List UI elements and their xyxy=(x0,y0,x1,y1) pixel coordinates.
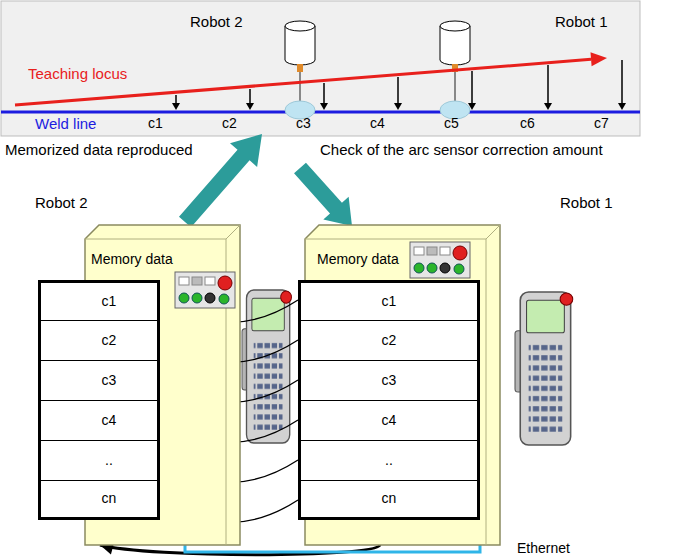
correction-head xyxy=(544,103,552,110)
memory-cell: c2 xyxy=(298,320,480,360)
correction-line xyxy=(621,60,623,104)
point-label: c7 xyxy=(594,116,609,131)
weld-line-label: Weld line xyxy=(35,116,96,133)
memory-cell: c3 xyxy=(38,360,160,400)
panel-key xyxy=(440,247,450,255)
panel-lamp xyxy=(219,294,229,304)
panel-lamp xyxy=(414,263,424,273)
edge-label: Ethernet xyxy=(515,541,572,556)
panel-key xyxy=(205,277,215,285)
locus-label: Teaching locus xyxy=(28,66,127,83)
weld-line xyxy=(1,111,640,114)
point-label: c4 xyxy=(370,116,385,131)
memory-cell: c1 xyxy=(38,280,160,320)
cell-text: .. xyxy=(385,453,393,468)
memory-cell: cn xyxy=(298,480,480,520)
cell-text: cn xyxy=(382,491,397,506)
point-label: c3 xyxy=(296,116,311,131)
panel-button xyxy=(453,246,467,260)
torch-top xyxy=(285,21,315,31)
correction-head xyxy=(320,103,328,110)
cabinet-edge xyxy=(85,225,240,239)
panel-lamp xyxy=(427,263,437,273)
cabinet-title: Memory data xyxy=(317,252,399,267)
teach-pendant xyxy=(242,290,292,443)
memory-cell: c1 xyxy=(298,280,480,320)
point-label: c5 xyxy=(444,116,459,131)
control-panel xyxy=(175,272,235,308)
robot-label: Robot 1 xyxy=(555,14,608,31)
cell-text: c2 xyxy=(382,333,397,348)
check-arrow xyxy=(294,163,352,226)
point-label: c6 xyxy=(520,116,535,131)
correction-line xyxy=(323,83,325,104)
panel-button xyxy=(205,293,215,303)
correction-line xyxy=(249,89,251,104)
cell-text: .. xyxy=(105,453,113,468)
memory-cell: c3 xyxy=(298,360,480,400)
control-panel xyxy=(410,242,470,278)
memory-cell: c4 xyxy=(298,400,480,440)
teach-pendant xyxy=(515,292,573,445)
correction-head xyxy=(618,103,626,110)
memory-cell: .. xyxy=(298,440,480,480)
correction-arrows xyxy=(176,60,622,104)
robot-label: Robot 2 xyxy=(190,14,243,31)
correction-heads xyxy=(172,103,626,110)
correction-head xyxy=(246,103,254,110)
torch-nozzle xyxy=(297,64,303,72)
panel-button xyxy=(218,276,232,290)
torch-body xyxy=(285,26,315,65)
torch-top xyxy=(440,21,470,31)
point-label: c1 xyxy=(148,116,163,131)
cabinet-body xyxy=(85,225,240,545)
cell-text: c4 xyxy=(382,413,397,428)
caption-label: Check of the arc sensor correction amoun… xyxy=(320,142,603,159)
control-panel xyxy=(410,242,470,278)
correction-line xyxy=(471,71,473,104)
cell-text: c1 xyxy=(382,294,397,309)
memory-cell: cn xyxy=(38,480,160,520)
teaching-locus xyxy=(15,59,591,105)
panel-lamp xyxy=(454,264,464,274)
cell-text: cn xyxy=(102,491,117,506)
cabinet-edge xyxy=(305,225,500,239)
locus-arrowhead xyxy=(591,52,608,66)
process-panel xyxy=(1,1,640,136)
memory-cell: c2 xyxy=(38,320,160,360)
panel-lamp xyxy=(192,293,202,303)
cell-text: c1 xyxy=(102,294,117,309)
ethernet-line xyxy=(185,545,480,552)
cabinet-edge xyxy=(486,239,487,545)
panel-button xyxy=(440,263,450,273)
correction-line xyxy=(397,77,399,104)
robot-label: Robot 2 xyxy=(35,195,88,212)
torch-wire xyxy=(299,72,301,101)
correction-head xyxy=(468,103,476,110)
correction-line xyxy=(547,65,549,104)
torch-body xyxy=(440,26,470,65)
correction-head xyxy=(172,103,180,110)
welding-torch xyxy=(285,21,315,119)
panel-key xyxy=(427,247,437,255)
cell-text: c3 xyxy=(102,373,117,388)
cell-text: c3 xyxy=(382,373,397,388)
panel-key xyxy=(192,277,202,285)
point-label: c2 xyxy=(222,116,237,131)
panel-lamp xyxy=(179,293,189,303)
robot-label: Robot 1 xyxy=(560,195,613,212)
cell-text: c2 xyxy=(102,333,117,348)
cell-text: c4 xyxy=(102,413,117,428)
cabinet-title: Memory data xyxy=(91,252,173,267)
correction-head xyxy=(394,103,402,110)
memory-cell: .. xyxy=(38,440,160,480)
memory-cell: c4 xyxy=(38,400,160,440)
torch-wire xyxy=(454,72,456,101)
panel-key xyxy=(414,247,424,255)
correction-line xyxy=(175,95,177,104)
control-panel xyxy=(175,272,235,308)
panel-key xyxy=(179,277,189,285)
caption-label: Memorized data reproduced xyxy=(5,142,193,159)
